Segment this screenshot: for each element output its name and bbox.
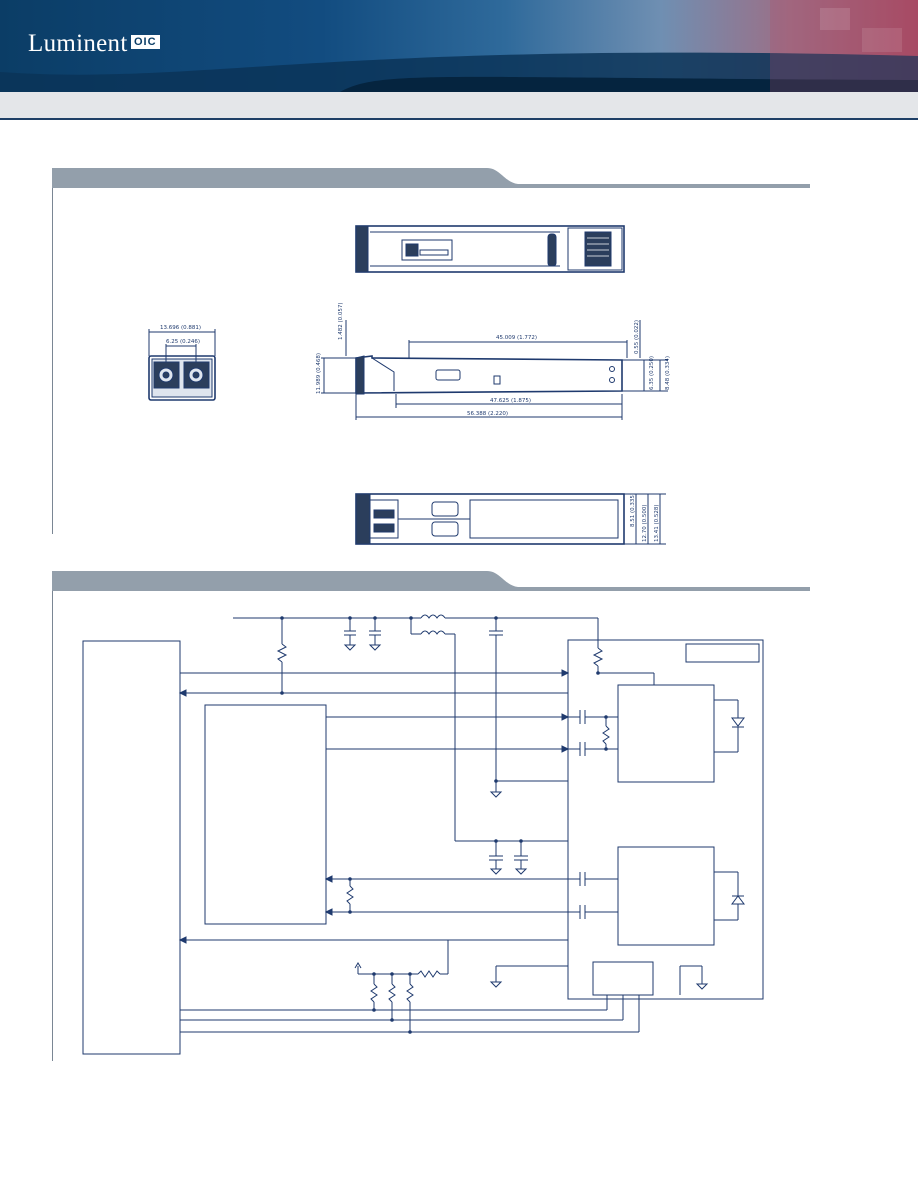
banner-swoosh-graphic [0,0,918,92]
dim-side-bottom-total: 56.388 (2.220) [467,411,508,417]
dim-bottom-right-c: 13.41 (0.528) [654,504,660,542]
dim-side-left-height: 11.989 (0.468) [316,353,322,394]
mechanical-drawings: 13.696 (0.881) 6.25 (0.246) 45.009 (1.77… [148,225,671,545]
dim-side-right-a: 6.35 (0.250) [649,356,655,390]
header-subbar [0,92,918,120]
laser-driver-block [617,684,715,783]
header-banner: Luminent OIC [0,0,918,92]
dim-front-port-width: 6.25 (0.246) [166,339,200,345]
bottom-view-drawing [355,493,666,545]
dim-bottom-right-b: 12.70 (0.500) [642,504,648,542]
dim-side-right-b: 8.48 (0.334) [665,356,671,390]
dim-bottom-right-a: 8.51 (0.335) [630,493,636,527]
module-label-box [685,643,760,663]
section-frame-left-1 [52,188,53,534]
section-frame-left-2 [52,591,53,1061]
transceiver-module-block [567,639,764,1000]
dim-side-bottom-body: 47.625 (1.875) [490,398,531,404]
controller-block [592,961,654,996]
post-amp-block [617,846,715,946]
dim-side-right-small: 0.55 (0.022) [634,320,640,354]
section-header-outline-drawing [52,168,810,188]
side-view-drawing [321,320,668,420]
serdes-block [204,704,327,925]
top-view-drawing [355,225,625,273]
dim-side-top-length: 45.009 (1.772) [496,335,537,341]
dim-front-width: 13.696 (0.881) [160,325,201,331]
dim-side-left-small: 1.482 (0.057) [338,302,344,340]
brand-logo-tag: OIC [131,35,160,49]
front-view-drawing [148,329,216,401]
host-board-block [82,640,181,1055]
brand-logo-text: Luminent [28,30,128,57]
section-header-block-diagram [52,571,810,591]
block-diagram-schematic [82,614,764,1055]
